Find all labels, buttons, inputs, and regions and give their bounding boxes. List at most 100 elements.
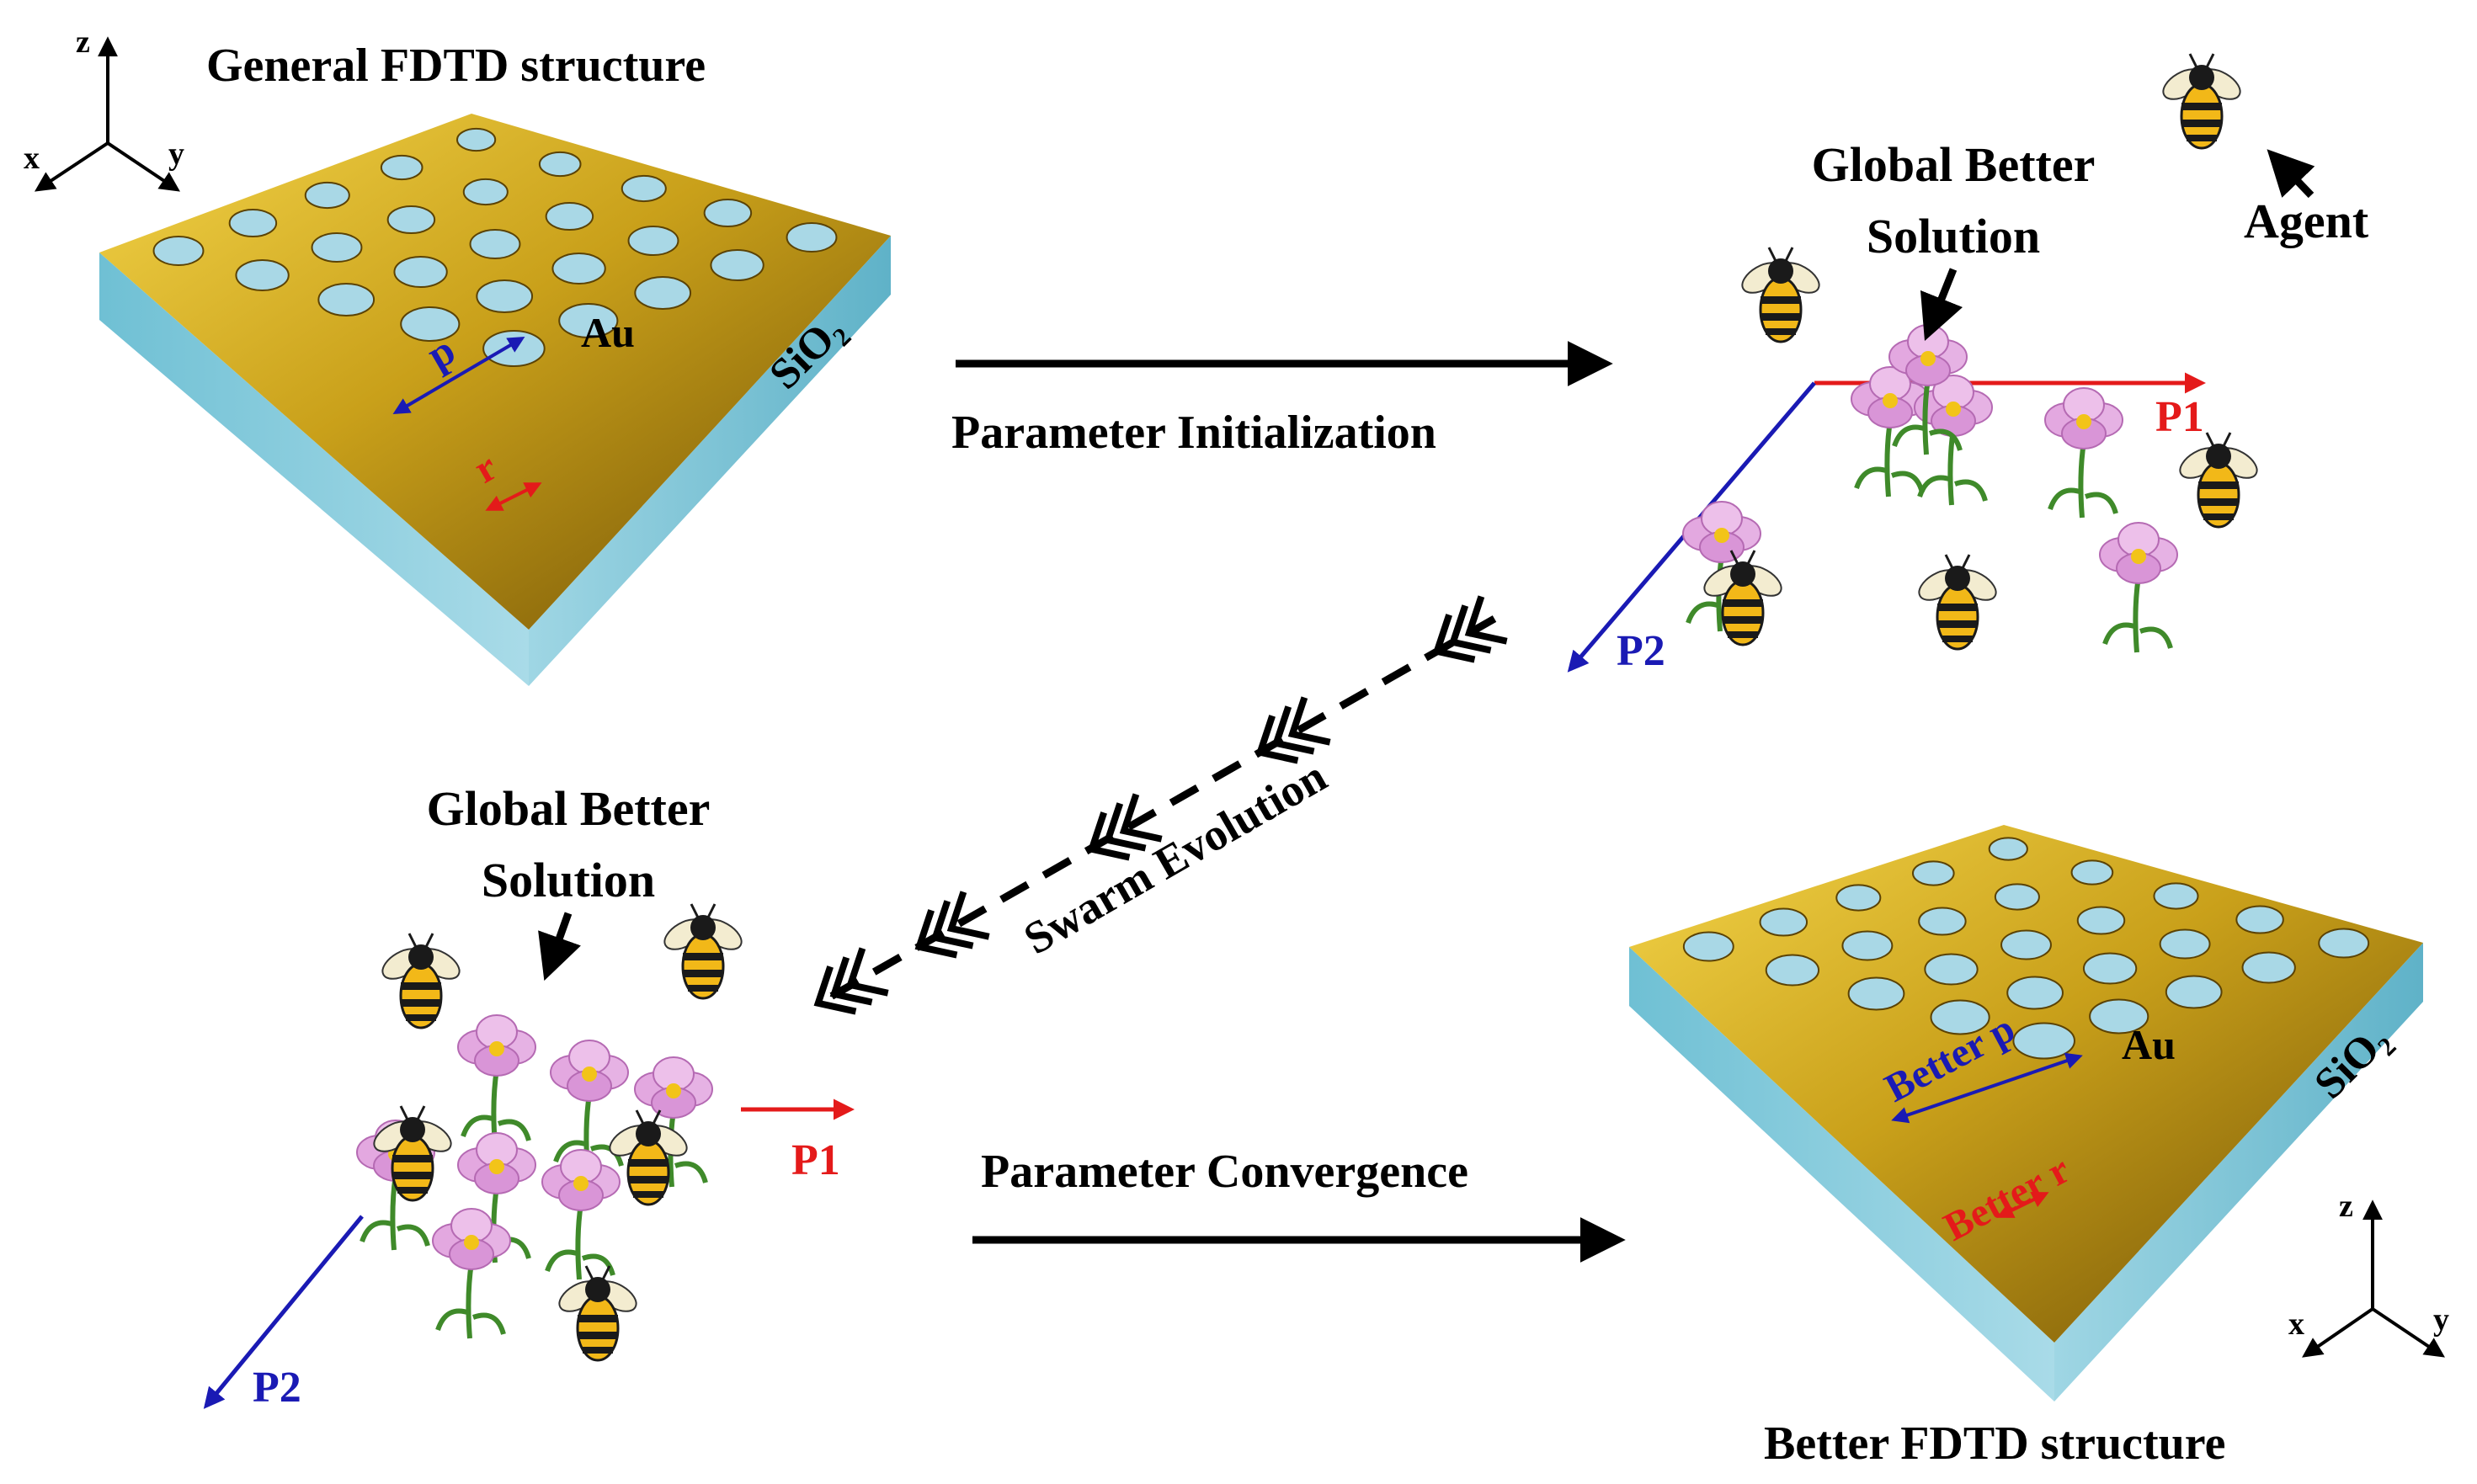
air-hole: [1759, 907, 1808, 937]
air-hole: [2153, 882, 2199, 910]
chevron-icon: [1255, 715, 1299, 764]
global-solution-pointer: [538, 912, 581, 981]
y-axis-label: y: [168, 136, 184, 172]
agent-pointer: [2267, 149, 2315, 199]
p1-axis-label: P1: [791, 1136, 840, 1184]
global-solution-label-line1: Global Better: [427, 781, 711, 836]
air-hole: [710, 248, 764, 282]
global-solution-label-line1: Global Better: [1812, 137, 2096, 192]
air-hole: [1682, 931, 1734, 962]
general-structure-title: General FDTD structure: [206, 40, 706, 92]
chevron-icon: [1448, 604, 1492, 654]
initial-swarm-plot: P1 P2 Global Better Solution Agent: [1567, 52, 2369, 675]
coordinate-triad-top: z x y: [24, 24, 184, 192]
air-hole: [2076, 906, 2126, 935]
air-hole: [386, 205, 436, 235]
coordinate-triad-bottom: z x y: [2288, 1189, 2449, 1358]
air-hole: [393, 255, 448, 289]
air-hole-array: [1682, 837, 2370, 1060]
air-hole: [1930, 999, 1990, 1035]
bee-icon: [658, 902, 748, 1000]
flower-icon: [2100, 523, 2177, 652]
general-fdtd-slab: [99, 114, 891, 686]
flower-icon: [458, 1015, 535, 1145]
chevron-icon: [930, 900, 974, 949]
air-hole: [235, 258, 290, 292]
air-hole: [545, 201, 594, 231]
chevron-icon: [845, 947, 889, 997]
flower-icon: [433, 1209, 510, 1338]
air-hole: [482, 329, 546, 368]
air-hole: [469, 228, 521, 260]
air-hole: [2006, 976, 2064, 1010]
air-hole: [1847, 976, 1905, 1011]
air-hole: [317, 282, 376, 317]
air-hole: [228, 208, 278, 238]
air-hole: [1841, 930, 1894, 961]
air-hole: [380, 154, 423, 181]
air-hole: [152, 235, 205, 267]
chevron-icon: [946, 891, 990, 940]
x-axis-label: x: [2288, 1306, 2304, 1342]
y-axis-label: y: [2433, 1302, 2449, 1338]
air-hole: [2070, 859, 2114, 886]
flower-icon: [542, 1150, 620, 1279]
converged-swarm-plot: P1 P2 Global Better Solution: [203, 781, 855, 1412]
slab-right-side: [2054, 943, 2423, 1402]
x-axis-label: x: [24, 141, 40, 176]
bee-icon: [1735, 246, 1826, 343]
chevron-icon: [1432, 614, 1476, 663]
air-hole: [2012, 1022, 2075, 1060]
air-hole: [1918, 907, 1967, 936]
global-solution-label-line2: Solution: [1867, 209, 2040, 263]
air-hole: [627, 225, 679, 257]
chevron-icon: [1119, 793, 1163, 843]
air-hole: [2318, 928, 2370, 959]
air-hole: [2000, 929, 2052, 960]
chevron-icon: [1271, 705, 1315, 755]
chevron-icon: [1087, 811, 1131, 861]
au-label: Au: [2122, 1021, 2176, 1068]
chevron-icon: [1464, 595, 1508, 645]
chevron-icon: [914, 909, 958, 959]
global-solution-label-line2: Solution: [482, 853, 655, 907]
bee-agent-icon: [2156, 52, 2247, 150]
bee-icon: [2173, 431, 2264, 529]
air-hole: [1924, 953, 1979, 986]
better-structure-title: Better FDTD structure: [1764, 1418, 2225, 1470]
radius-arrow: [485, 482, 542, 511]
chevron-icon: [813, 965, 857, 1015]
p2-axis-label: P2: [1617, 627, 1665, 675]
convergence-label: Parameter Convergence: [981, 1146, 1468, 1198]
air-hole: [2241, 951, 2296, 984]
au-label: Au: [581, 309, 635, 356]
air-hole: [2082, 952, 2138, 985]
chevron-icon: [1103, 802, 1147, 852]
bee-icon: [552, 1264, 643, 1362]
air-hole: [2159, 928, 2211, 960]
air-hole: [455, 127, 497, 152]
air-hole: [2235, 905, 2284, 934]
air-hole: [558, 302, 619, 339]
air-hole: [1988, 837, 2028, 861]
initialization-label: Parameter Initialization: [951, 407, 1436, 459]
evolution-label: Swarm Evolution: [1015, 751, 1334, 965]
air-hole: [538, 151, 582, 178]
bee-icon: [376, 932, 466, 1029]
z-axis-label: z: [76, 24, 90, 60]
air-hole: [462, 178, 509, 206]
p2-axis-label: P2: [253, 1364, 301, 1412]
air-hole: [2165, 975, 2223, 1009]
p1-axis-label: P1: [2155, 393, 2204, 441]
chevron-icon: [1287, 696, 1331, 746]
slab-right-side: [529, 236, 891, 686]
air-hole: [551, 252, 606, 285]
air-hole: [304, 181, 350, 210]
air-hole: [311, 231, 363, 263]
air-hole: [2089, 998, 2149, 1035]
better-radius-arrow: [1996, 1192, 2049, 1218]
better-period-arrow: [1891, 1052, 2083, 1124]
swarm-evolution-arrow: [813, 595, 1508, 1015]
air-hole: [1994, 883, 2040, 911]
air-hole: [621, 174, 667, 203]
